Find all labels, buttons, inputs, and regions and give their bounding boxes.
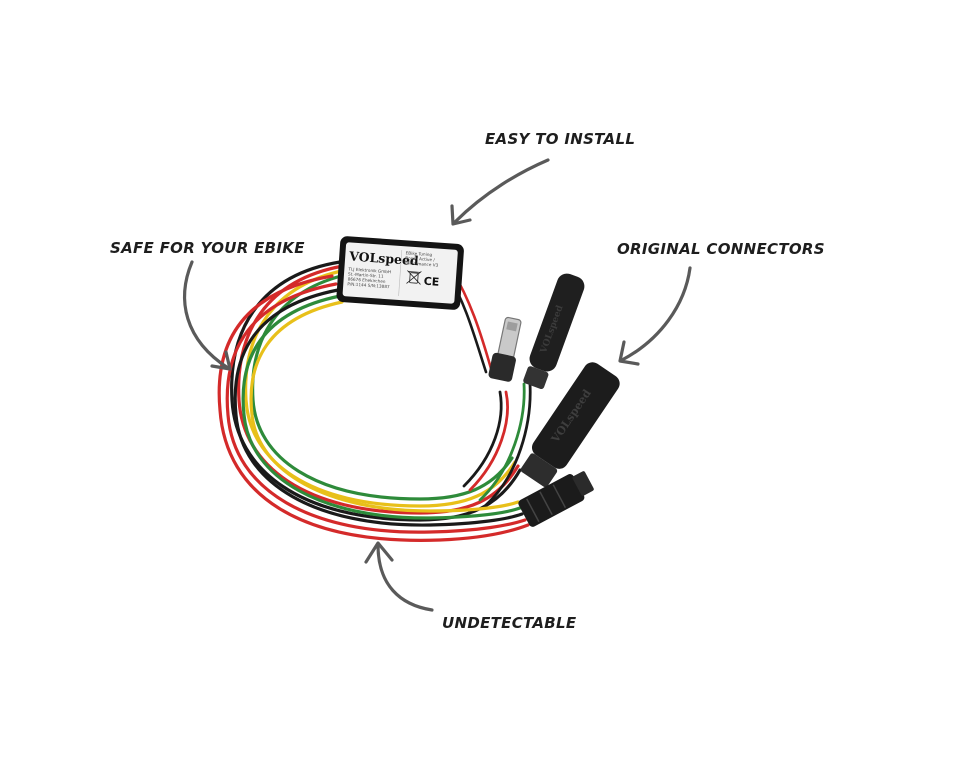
callout-original-connectors: ORIGINAL CONNECTORS	[617, 240, 825, 258]
arrow-icon	[183, 158, 692, 612]
module-right-line-3: Performance V3	[405, 260, 439, 267]
module-address-3: 86676 Ehekirchen	[347, 276, 386, 284]
module-address-1: TLJ Elektronik GmbH	[347, 266, 391, 274]
callout-easy-to-install: EASY TO INSTALL	[485, 130, 636, 148]
wire-harness	[217, 260, 532, 542]
module-right-line-1: EBike Tuning	[405, 250, 432, 257]
module-address-2: St.-Martin-Str. 11	[348, 271, 384, 278]
ce-mark-icon: CE	[423, 275, 439, 289]
weee-bin-icon	[406, 270, 422, 285]
gray-connector	[488, 316, 522, 382]
callout-safe-for-ebike: SAFE FOR YOUR EBIKE	[110, 239, 305, 257]
module-right-line-2: Bosch Active /	[405, 255, 435, 262]
callout-undetectable: UNDETECTABLE	[442, 614, 577, 632]
module-partnumber: P/N:1144 S/N:13887	[347, 281, 390, 289]
black-connector-slim: VOLspeed	[523, 273, 585, 389]
multipin-connector	[518, 471, 594, 527]
volspeed-module: VOLspeed EBike Tuning Bosch Active / Per…	[336, 236, 464, 310]
module-brand: VOLspeed	[348, 248, 420, 268]
